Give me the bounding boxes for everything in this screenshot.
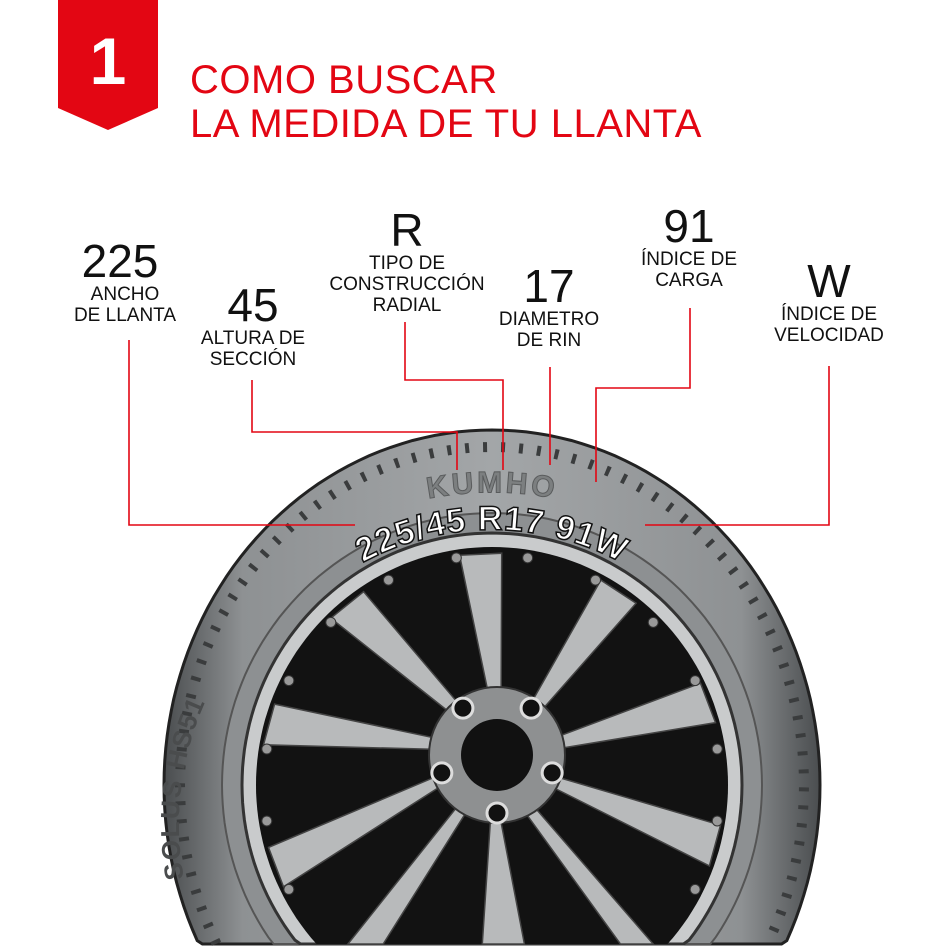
rim-bolt [689,883,701,895]
leader-lines [128,308,830,526]
label-value: 45 [227,279,279,331]
label-value: 17 [523,260,575,312]
label-text: ÍNDICE DE [640,249,738,270]
leader-line-speed [645,366,830,526]
label-text: DE RIN [516,330,582,351]
label-rim-diameter: 17 DIAMETRO DE RIN [499,263,599,351]
rim-bolt [590,574,602,586]
title-line-2: LA MEDIDA DE TU LLANTA [190,102,702,146]
label-value: 225 [81,235,159,287]
wheel-rim [240,531,744,946]
rim-bolt [522,552,534,564]
label-text: ÍNDICE DE [780,304,878,325]
step-number: 1 [89,24,127,98]
lug-nut [451,696,475,720]
label-construction: R TIPO DE CONSTRUCCIÓN RADIAL [329,207,484,316]
label-width: 225 ANCHO DE LLANTA [64,238,176,326]
leader-line-construction [404,322,504,470]
lug-nut [485,801,509,825]
lug-nut [540,761,564,785]
rim-bolt [382,574,394,586]
rim-bolt [261,743,273,755]
rim-bolt [283,883,295,895]
label-text: ALTURA DE [200,328,306,349]
rim-bolt [325,616,337,628]
label-value: 91 [663,200,715,252]
leader-line-width [128,340,355,526]
label-text: DE LLANTA [73,305,177,326]
rim-bolt [261,815,273,827]
hub-cap [461,719,533,791]
label-text: VELOCIDAD [774,325,884,346]
label-text: SECCIÓN [209,349,297,370]
step-badge: 1 [58,0,158,130]
rim-bolt [283,675,295,687]
label-aspect-ratio: 45 ALTURA DE SECCIÓN [201,282,305,370]
rim-bolt [647,616,659,628]
title-line-1: COMO BUSCAR [190,58,498,102]
tire-brand-text: KUMHO [424,466,558,506]
rim-bolt [689,675,701,687]
label-load-index: 91 ÍNDICE DE CARGA [641,203,737,291]
label-text: TIPO DE [368,253,446,274]
label-text: DIAMETRO [498,309,600,330]
label-text: ANCHO [90,284,160,305]
rim-bolt [711,743,723,755]
label-text: RADIAL [372,295,442,316]
label-value: W [807,255,851,307]
label-speed-index: W ÍNDICE DE VELOCIDAD [774,258,884,346]
label-text: CONSTRUCCIÓN [329,274,485,295]
tire-tread [174,441,810,946]
rim-bolt [450,552,462,564]
leader-line-load [595,308,691,482]
lug-nut [519,696,543,720]
rim-bolt [711,815,723,827]
leader-line-aspect [251,380,458,470]
page-title: COMO BUSCAR LA MEDIDA DE TU LLANTA [190,58,702,146]
label-text: CARGA [655,270,723,291]
label-value: R [390,204,424,256]
svg-text:KUMHO: KUMHO [424,466,560,505]
lug-nut [430,761,454,785]
